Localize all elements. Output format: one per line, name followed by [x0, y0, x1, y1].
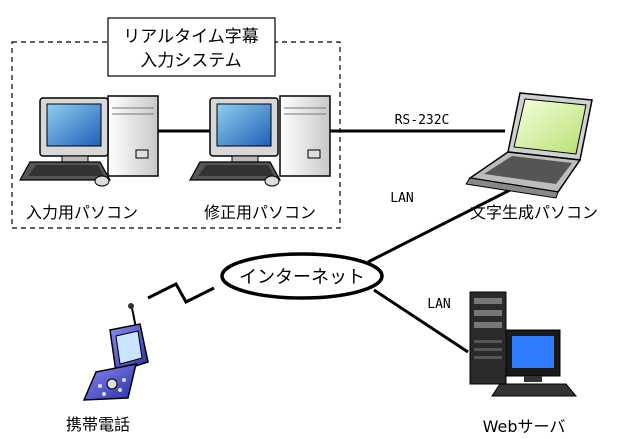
- system-group-title-box: [107, 17, 276, 77]
- web-server-label: Webサーバ: [483, 417, 566, 436]
- input-pc-label: 入力用パソコン: [26, 203, 138, 222]
- lan-caption-label: LAN: [390, 191, 413, 206]
- internet-cloud: [220, 252, 384, 300]
- serial-link-label: RS-232C: [395, 113, 450, 128]
- system-group-title-line2: 入力システム: [140, 51, 242, 71]
- wireless-link: [147, 282, 215, 304]
- caption-pc-label: 文字生成パソコン: [470, 203, 598, 222]
- web-server-icon: [469, 291, 578, 397]
- link-lan-caption-line: [367, 188, 511, 264]
- system-group-title-line1: リアルタイム字幕: [123, 27, 259, 47]
- mobile-phone-icon: [82, 303, 149, 401]
- mobile-phone-label: 携帯電話: [66, 415, 130, 434]
- correction-pc-label: 修正用パソコン: [204, 203, 316, 222]
- link-lan-server-line: [373, 288, 469, 354]
- caption-laptop-icon: [465, 92, 593, 199]
- input-pc-icon: [18, 95, 159, 187]
- internet-label: インターネット: [239, 267, 365, 288]
- correction-pc-icon: [188, 95, 331, 187]
- lan-server-label: LAN: [427, 297, 450, 312]
